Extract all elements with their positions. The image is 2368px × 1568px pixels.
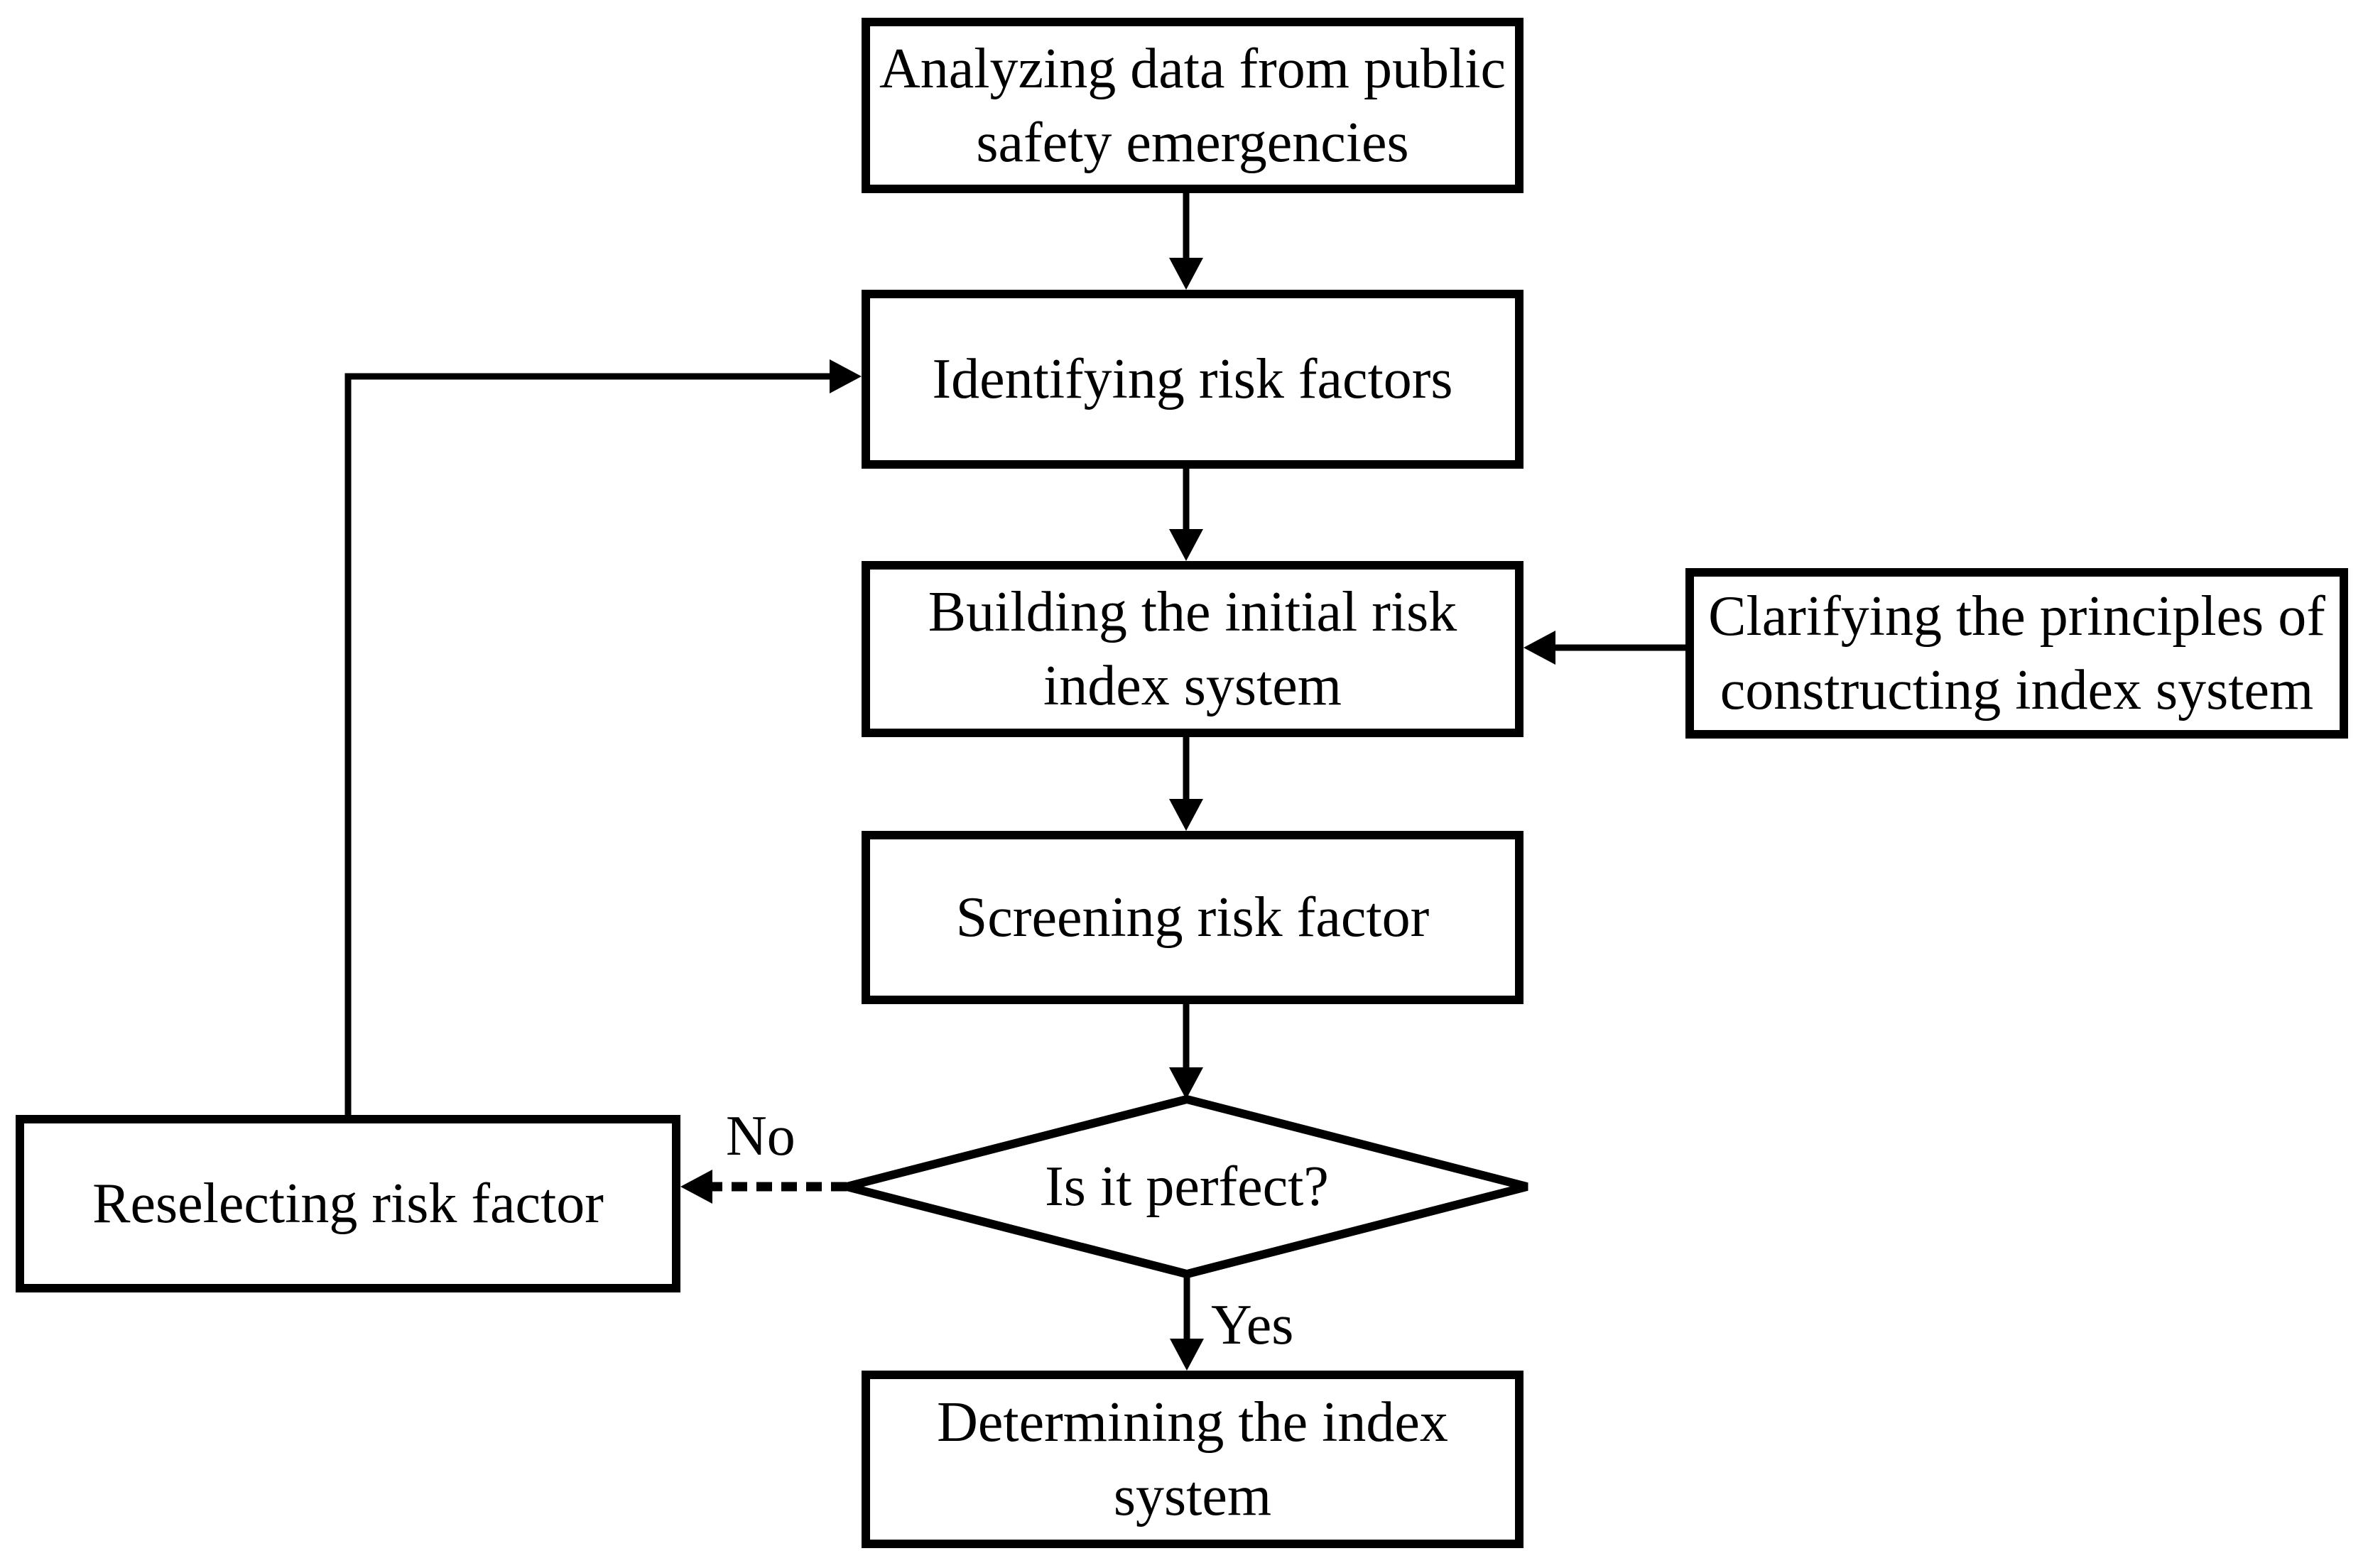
node-determining-index-system: Determining the index system <box>862 1371 1524 1548</box>
node-reselecting-risk-factor: Reselecting risk factor <box>16 1115 680 1292</box>
node-analyzing-data: Analyzing data from public safety emerge… <box>862 18 1524 193</box>
node-label-line: Screening risk factor <box>955 886 1430 949</box>
branch-label-yes: Yes <box>1211 1294 1294 1356</box>
arrowhead-down-decision <box>1169 1067 1203 1099</box>
node-label-line: Building the initial risk <box>928 581 1457 643</box>
arrowhead-down-screening <box>1169 799 1203 831</box>
node-label-line: constructing index system <box>1720 659 2314 722</box>
arrowhead-down-identifying <box>1169 258 1203 290</box>
node-label-line: Clarifying the principles of <box>1708 585 2325 648</box>
node-building-initial-index: Building the initial risk index system <box>862 561 1524 737</box>
node-label-line: Determining the index <box>937 1391 1448 1454</box>
node-label-line: system <box>1113 1465 1272 1528</box>
branch-label-no: No <box>726 1105 795 1167</box>
arrowhead-left-reselecting <box>680 1170 712 1204</box>
decision-label: Is it perfect? <box>933 1144 1441 1229</box>
node-label-line: Analyzing data from public <box>879 37 1506 100</box>
edge-reselecting-identifying <box>344 373 832 1115</box>
arrowhead-right-identifying <box>830 359 862 393</box>
node-clarifying-principles: Clarifying the principles of constructin… <box>1685 568 2348 739</box>
node-identifying-risk-factors: Identifying risk factors <box>862 290 1524 469</box>
node-label-line: safety emergencies <box>976 111 1409 174</box>
node-label-line: Identifying risk factors <box>932 348 1453 410</box>
node-screening-risk-factor: Screening risk factor <box>862 831 1524 1004</box>
node-label-line: Is it perfect? <box>1045 1155 1329 1218</box>
node-label-line: Reselecting risk factor <box>92 1172 604 1235</box>
arrowhead-down-building <box>1169 529 1203 561</box>
arrowhead-left-building <box>1524 631 1555 665</box>
arrowhead-down-determining <box>1170 1339 1204 1371</box>
node-label-line: index system <box>1043 655 1342 717</box>
